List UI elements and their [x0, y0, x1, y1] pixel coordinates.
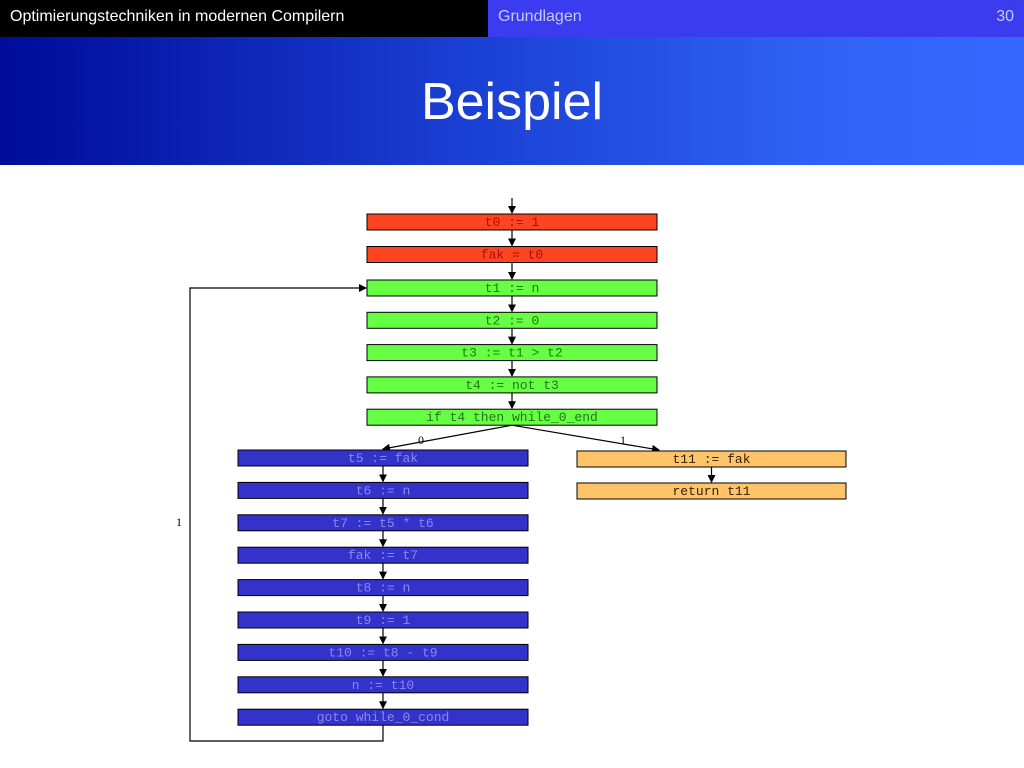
- statement-node-loop-body: [237, 611, 529, 629]
- section-name: Grundlagen: [498, 8, 582, 25]
- statement-text: t0 := 1: [485, 215, 540, 230]
- statement-node-init: [366, 246, 658, 263]
- statement-text: t10 := t8 - t9: [328, 645, 437, 660]
- statement-node-loop-body: [237, 579, 529, 597]
- statement-text: goto while_0_cond: [317, 710, 450, 725]
- statement-node-exit: [576, 482, 847, 500]
- statement-text: t7 := t5 * t6: [332, 516, 433, 531]
- statement-node-init: [366, 213, 658, 231]
- statement-node-loop-head: [366, 408, 658, 426]
- statement-node-loop-head: [366, 344, 658, 362]
- back-edge-label: 1: [176, 515, 182, 529]
- statement-text: t5 := fak: [348, 451, 418, 466]
- branch-true-arrow: [511, 424, 660, 453]
- statement-node-loop-head: [366, 376, 658, 394]
- top-bar: Optimierungstechniken in modernen Compil…: [0, 0, 1024, 37]
- statement-text: return t11: [672, 484, 750, 499]
- section-bar: Grundlagen 30: [488, 0, 1024, 37]
- statement-node-loop-head: [366, 279, 658, 297]
- title-banner: [0, 37, 1024, 165]
- branch-false-label: 0: [418, 433, 424, 447]
- course-title: Optimierungstechniken in modernen Compil…: [0, 0, 488, 37]
- statement-node-loop-body: [237, 676, 529, 694]
- statement-text: n := t10: [352, 678, 414, 693]
- statement-text: fak = t0: [481, 248, 543, 263]
- statement-text: t11 := fak: [672, 452, 750, 467]
- statement-node-loop-body: [237, 643, 529, 661]
- branch-false-arrow: [382, 424, 513, 452]
- statement-node-exit: [576, 450, 847, 468]
- statement-text: t8 := n: [356, 581, 411, 596]
- statement-text: if t4 then while_0_end: [426, 410, 598, 425]
- statement-text: t1 := n: [485, 281, 540, 296]
- statement-node-loop-head: [366, 311, 658, 329]
- slide-title: Beispiel: [420, 73, 604, 131]
- statement-node-loop-body: [237, 481, 529, 499]
- page-number: 30: [996, 8, 1014, 25]
- statement-text: t4 := not t3: [465, 378, 559, 393]
- statement-text: fak := t7: [348, 548, 418, 563]
- statement-text: t3 := t1 > t2: [461, 346, 562, 361]
- statement-node-loop-body: [237, 514, 529, 532]
- statement-node-loop-body: [237, 708, 529, 726]
- statement-text: t9 := 1: [356, 613, 411, 628]
- statement-node-loop-body: [237, 449, 529, 467]
- statement-text: t2 := 0: [485, 313, 540, 328]
- statement-text: t6 := n: [356, 483, 411, 498]
- branch-true-label: 1: [620, 433, 626, 447]
- back-edge-arrow: [189, 284, 384, 742]
- statement-node-loop-body: [237, 546, 529, 564]
